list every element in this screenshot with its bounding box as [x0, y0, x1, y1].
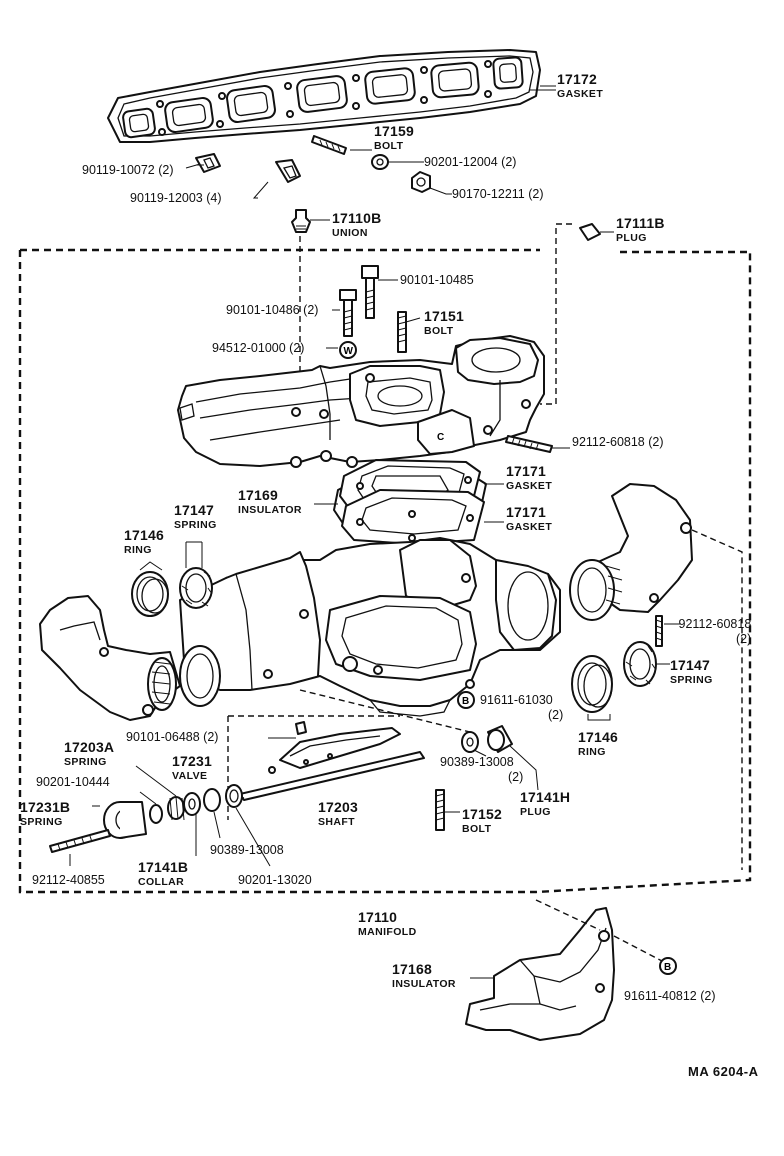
- nut-90170-12211: [411, 171, 452, 195]
- label-90101-06488: 90101-06488 (2): [126, 730, 219, 744]
- valve-17231: [268, 727, 401, 774]
- stud-92112-60818-right: [655, 615, 680, 647]
- spring-17203A: [135, 765, 185, 821]
- label-92112-60818-upper: 92112-60818 (2): [572, 435, 664, 449]
- ring-17146-left: [131, 561, 169, 617]
- seal-90201-13020: [225, 784, 271, 867]
- label-92112-40855: 92112-40855: [32, 873, 105, 887]
- ring-17146-right: [571, 655, 613, 721]
- label-90101-10485: 90101-10485: [400, 273, 474, 287]
- insulator-17168: [465, 899, 665, 1041]
- drawing-code: MA 6204-A: [688, 1064, 759, 1079]
- washer-w-marker: W: [344, 346, 354, 357]
- label-91611-40812: 91611-40812 (2): [624, 989, 716, 1003]
- bolt-17159: [311, 135, 372, 155]
- gasket-insulator-stack: [314, 459, 504, 545]
- label-90170-12211: 90170-12211 (2): [452, 187, 544, 201]
- washer-94512-01000: W: [326, 341, 357, 359]
- collar-17141B: [183, 792, 201, 856]
- bolt-90101-10486: [332, 289, 357, 337]
- label-90201-10444: 90201-10444: [36, 775, 110, 789]
- upper-manifold: C: [177, 335, 545, 468]
- spring-17231B: [92, 801, 147, 839]
- washer-b-marker-lower: B: [664, 962, 671, 973]
- screw-90101-06488: [268, 721, 307, 739]
- right-inlet-pipe: [569, 483, 743, 870]
- plug-17111B: [540, 223, 614, 405]
- spring-17147-right: [623, 641, 670, 687]
- bolt-90101-10485: [361, 265, 398, 319]
- spacer-90389-13008: [203, 788, 221, 839]
- spacer-90389-13008-right: [461, 731, 487, 757]
- label-90201-12004: 90201-12004 (2): [424, 155, 517, 169]
- washer-b-marker-upper: B: [462, 696, 469, 707]
- stud-90119-10072: [195, 153, 221, 173]
- stud-92112-60818-upper: [505, 435, 570, 453]
- label-90119-10072: 90119-10072 (2): [82, 163, 174, 177]
- gasket-17172: [107, 49, 556, 143]
- label-94512-01000: 94512-01000 (2): [212, 341, 305, 355]
- label-90101-10486: 90101-10486 (2): [226, 303, 319, 317]
- label-90119-12003: 90119-12003 (4): [130, 191, 222, 205]
- lower-manifold: [179, 537, 561, 717]
- stud-90119-12003: [252, 159, 301, 199]
- label-90389-13008-right: 90389-13008(2): [440, 755, 524, 784]
- bolt-17151: [397, 311, 421, 353]
- label-92112-60818-right: 92112-60818(2): [678, 617, 752, 646]
- spring-17147-left: [179, 541, 213, 609]
- label-91611-61030: 91611-61030(2): [480, 693, 564, 722]
- bolt-17152: [435, 789, 460, 831]
- washer-91611-40812: B: [659, 957, 677, 975]
- plug-17141H: [487, 725, 539, 791]
- svg-text:C: C: [437, 432, 444, 443]
- label-90201-13020: 90201-13020: [238, 873, 312, 887]
- washer-91611-61030: B: [457, 691, 475, 709]
- washer-90201-12004: [371, 154, 424, 170]
- left-inlet-pipe: [39, 595, 221, 721]
- stud-92112-40855: [49, 829, 111, 866]
- washer-90201-10444: [139, 791, 163, 824]
- label-90389-13008: 90389-13008: [210, 843, 284, 857]
